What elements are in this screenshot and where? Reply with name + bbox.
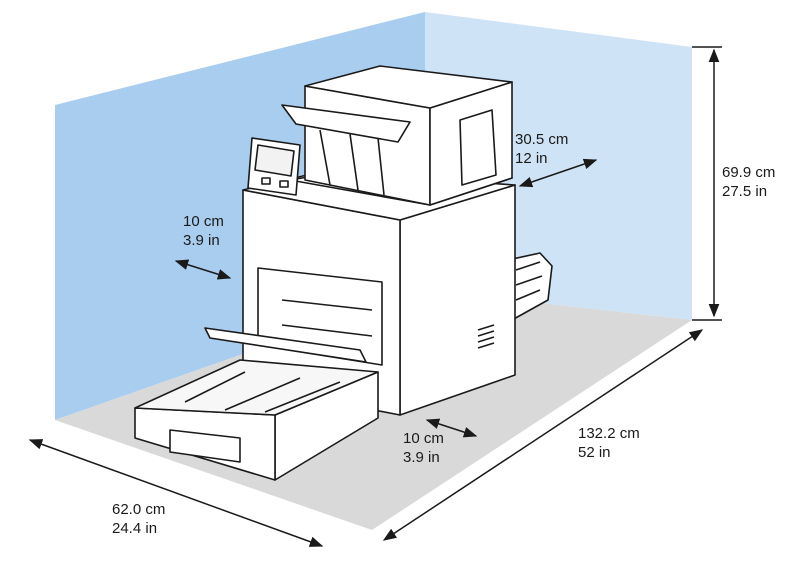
rear-clearance-in: 12 in — [515, 150, 548, 167]
left-clearance-in: 3.9 in — [183, 232, 220, 249]
finisher-top — [304, 65, 513, 109]
touch-screen — [254, 144, 295, 177]
total-height-in: 27.5 in — [722, 183, 768, 200]
width-arrow — [28, 439, 324, 547]
left-clearance-label: 10 cm 3.9 in — [183, 212, 224, 250]
right-clearance-in: 3.9 in — [403, 449, 440, 466]
rear-clearance-arrow — [518, 158, 598, 188]
total-width-label: 62.0 cm 24.4 in — [112, 500, 165, 538]
total-length-label: 132.2 cm 52 in — [578, 424, 640, 462]
rear-clearance-label: 30.5 cm 12 in — [515, 130, 568, 168]
panel-button — [279, 180, 289, 188]
total-height-label: 69.9 cm 27.5 in — [722, 163, 775, 201]
total-width-in: 24.4 in — [112, 520, 158, 537]
total-length-cm: 132.2 cm — [578, 425, 640, 442]
rear-clearance-cm: 30.5 cm — [515, 131, 569, 148]
output-tray — [281, 104, 411, 143]
bypass-tray — [204, 327, 367, 363]
total-length-in: 52 in — [578, 444, 611, 461]
paper-tray-top — [134, 359, 379, 416]
right-clearance-label: 10 cm 3.9 in — [403, 429, 444, 467]
left-clearance-arrow — [174, 259, 232, 280]
length-arrow — [382, 329, 704, 541]
panel-button — [261, 177, 271, 185]
dimension-arrows — [28, 46, 722, 547]
right-clearance-arrow — [425, 418, 478, 438]
printer-side-panel — [399, 184, 516, 416]
right-clearance-cm: 10 cm — [403, 430, 444, 447]
total-width-cm: 62.0 cm — [112, 501, 166, 518]
left-clearance-cm: 10 cm — [183, 213, 224, 230]
total-height-cm: 69.9 cm — [722, 164, 776, 181]
